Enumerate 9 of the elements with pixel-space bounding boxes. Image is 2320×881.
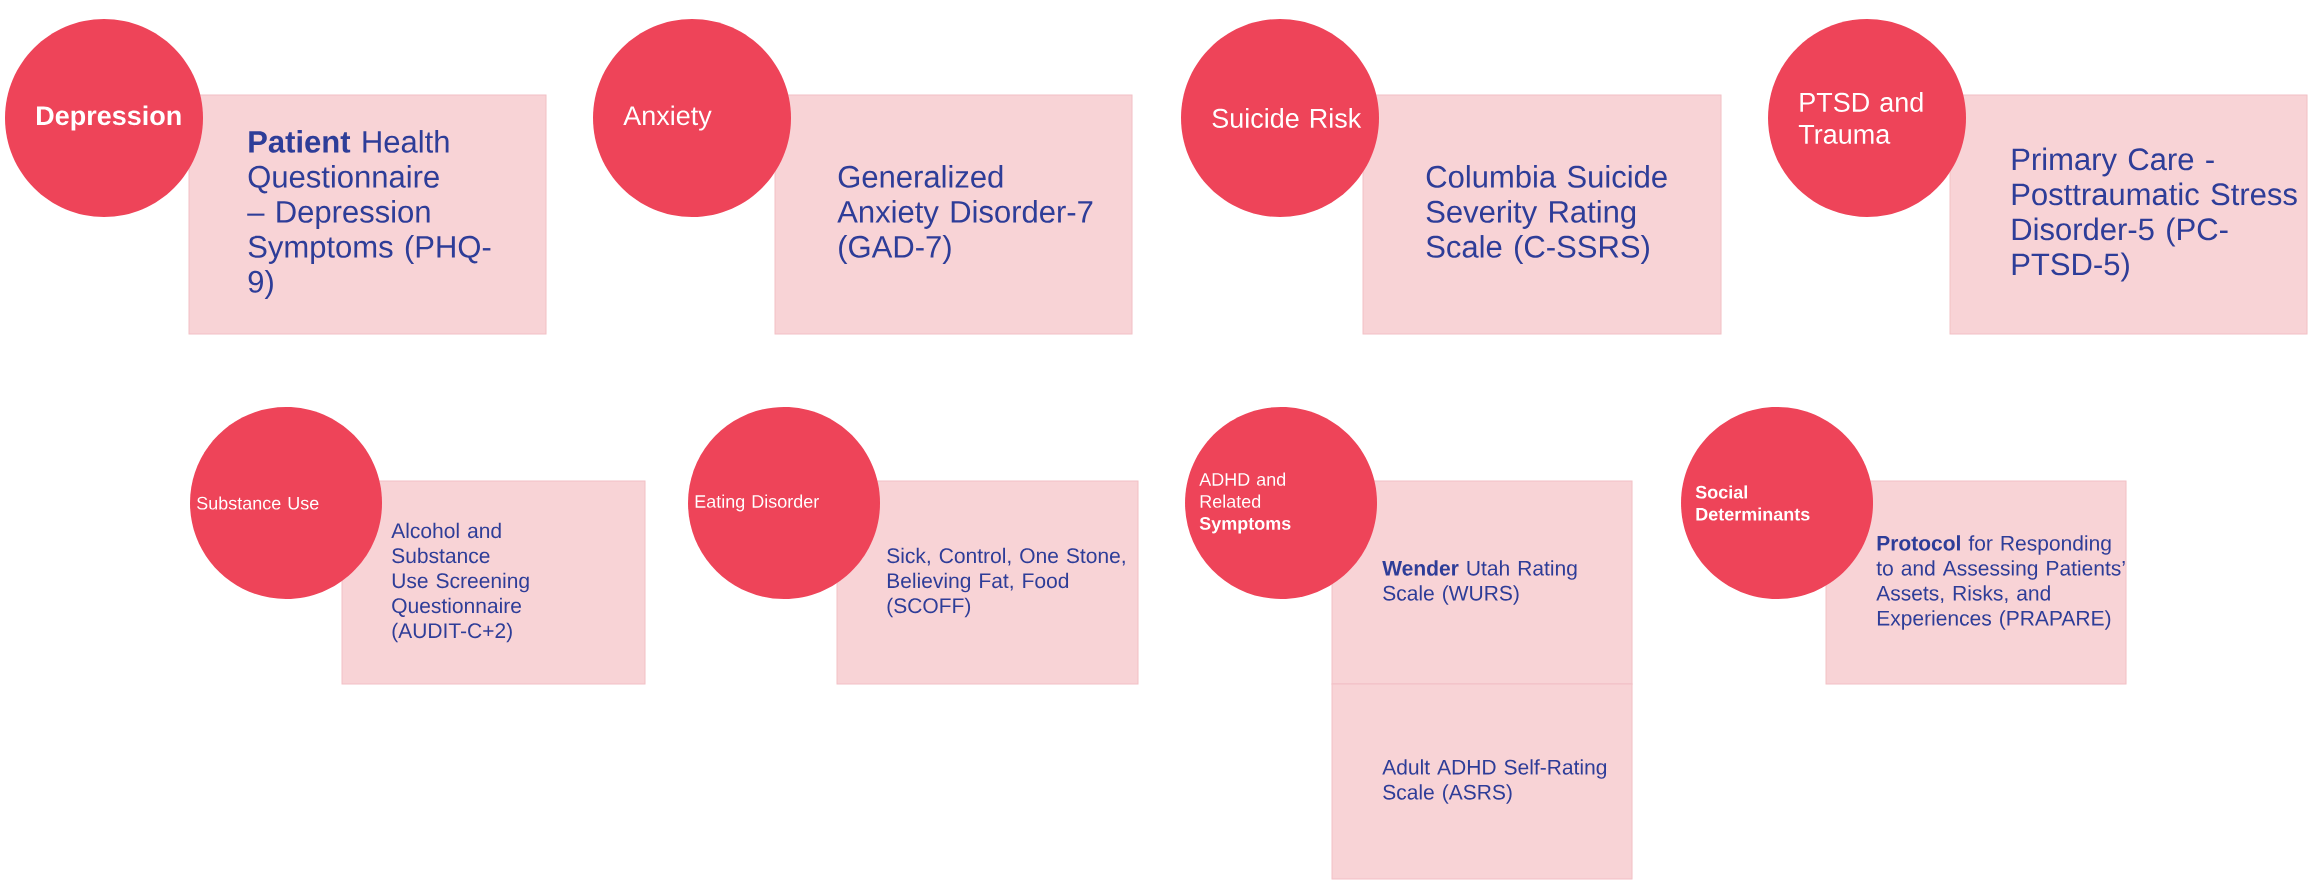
instrument-box: Wender Utah Rating Scale (WURS) xyxy=(1331,480,1633,685)
instrument-box: Sick, Control, One Stone, Believing Fat, Food (SCOFF) xyxy=(836,480,1139,685)
instrument-box: Adult ADHD Self-Rating Scale (ASRS) xyxy=(1331,683,1633,880)
instrument-box: Columbia Suicide Severity Rating Scale (C-SSRS) xyxy=(1362,94,1722,335)
instrument-box: Patient Health Questionnaire – Depression Symptoms (PHQ-9) xyxy=(188,94,547,335)
instrument-box: Protocol for Responding to and Assessing Patients’ Assets, Risks, and Experiences (PRAPARE) xyxy=(1825,480,2127,685)
instrument-box: Generalized Anxiety Disorder-7 (GAD-7) xyxy=(774,94,1133,335)
instrument-box: Primary Care - Posttraumatic Stress Disorder-5 (PC-PTSD-5) xyxy=(1949,94,2308,335)
instrument-box: Alcohol and Substance Use Screening Questionnaire (AUDIT-C+2) xyxy=(341,480,646,685)
